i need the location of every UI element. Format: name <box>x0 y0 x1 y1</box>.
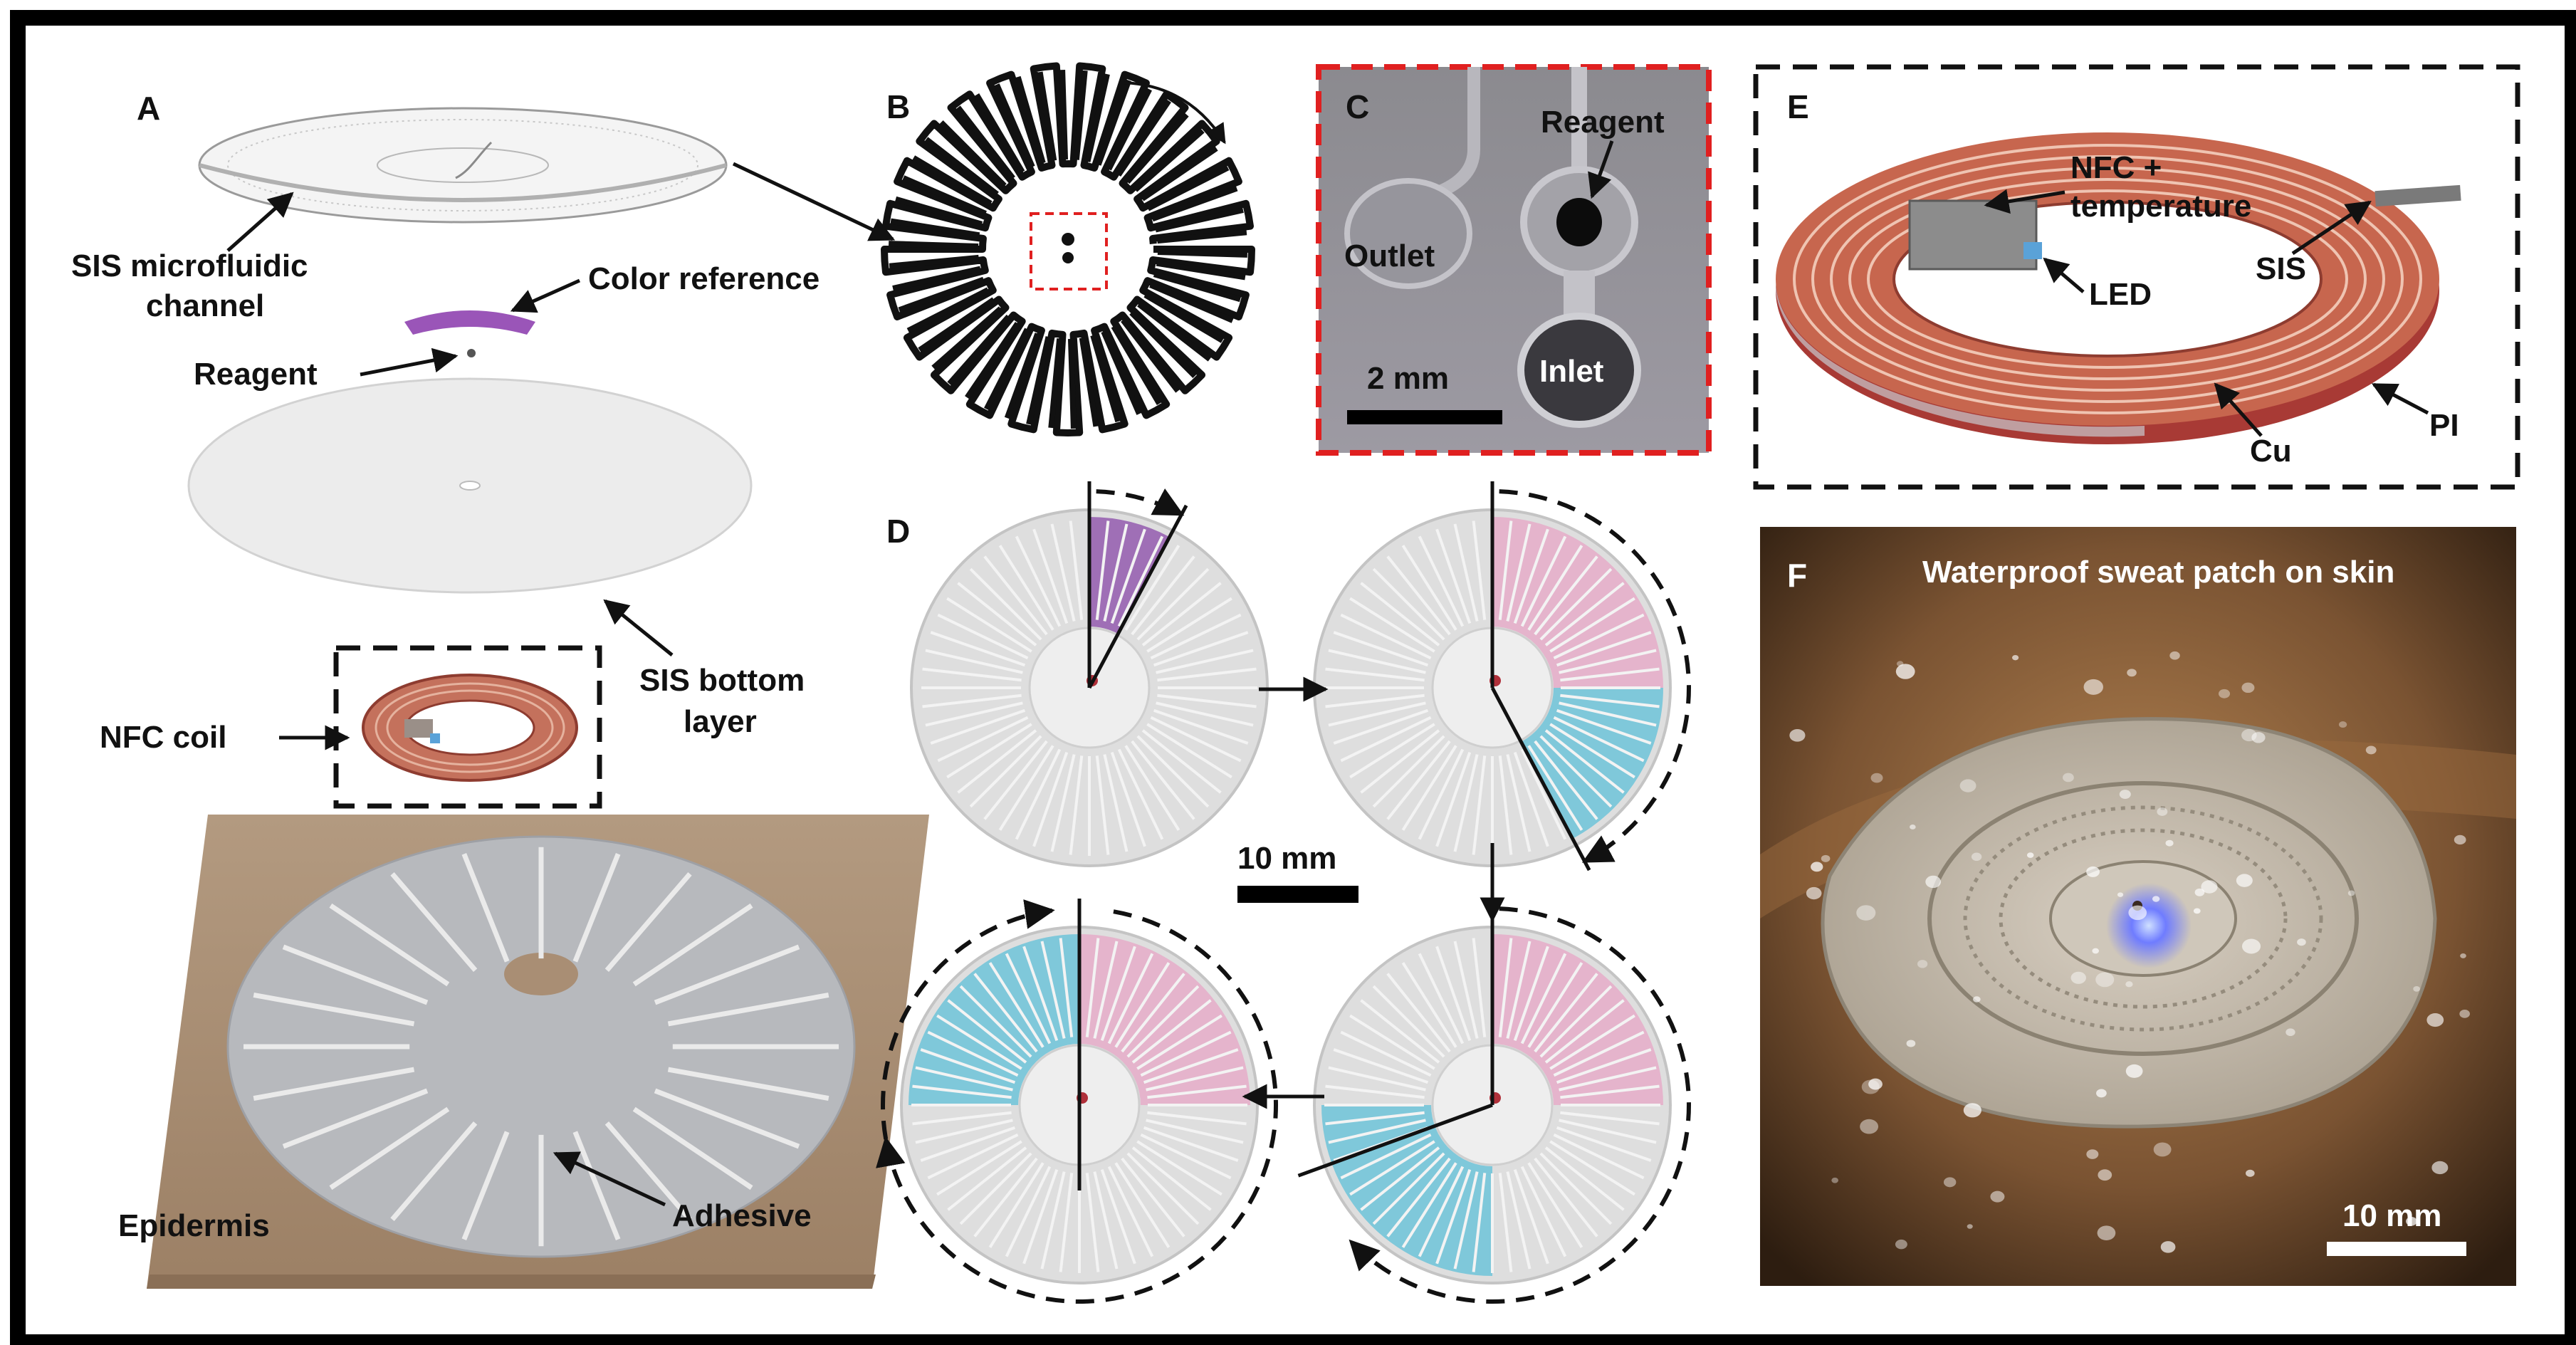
nfc-chip <box>1908 199 2038 271</box>
panel-e: E NFC + temperature LED SIS Cu <box>1753 64 2520 490</box>
outer-frame <box>10 10 2576 1345</box>
label-outlet: Outlet <box>1344 239 1435 273</box>
red-dashed-frame <box>1316 64 1712 456</box>
panel-letter-a: A <box>137 90 160 127</box>
label-sis-e: SIS <box>2256 251 2306 286</box>
fill-state-disc-2 <box>1313 481 1691 872</box>
sweat-fill-sequence <box>876 481 1691 1304</box>
panel-f: F Waterproof sweat patch on skin 10 mm <box>1760 527 2516 1286</box>
led-chip <box>2023 242 2042 259</box>
panel-e-dashed-box <box>1753 64 2520 490</box>
panel-c: C Reagent Outlet Inlet 2 mm <box>1316 64 1712 456</box>
label-scale-d: 10 mm <box>1237 841 1336 876</box>
color-reference-shape <box>404 310 535 335</box>
panel-letter-c: C <box>1346 88 1369 125</box>
panel-b: B <box>881 62 1255 436</box>
label-sis-bottom-2: layer <box>684 704 757 739</box>
label-sis-bottom-1: SIS bottom <box>639 663 805 698</box>
label-adhesive: Adhesive <box>672 1198 812 1233</box>
panel-letter-b: B <box>886 88 910 125</box>
label-nfc-1: NFC + <box>2070 150 2162 185</box>
label-scale-c: 2 mm <box>1367 361 1449 396</box>
scale-bar-d <box>1237 886 1358 903</box>
water-droplets <box>1789 651 2470 1253</box>
label-sis-channel-1: SIS microfluidic <box>71 248 308 283</box>
panel-letter-f: F <box>1787 557 1807 594</box>
fill-state-disc-4 <box>1297 899 1691 1304</box>
sweat-patch-on-skin <box>1821 717 2437 1129</box>
label-reagent-c: Reagent <box>1541 105 1665 140</box>
fill-state-disc-3 <box>876 899 1278 1304</box>
adhesive-layer <box>226 835 856 1258</box>
label-pi: PI <box>2429 408 2459 443</box>
reagent-dot <box>467 349 476 357</box>
panel-letter-e: E <box>1787 88 1809 125</box>
reagent-well <box>1556 198 1602 246</box>
nfc-coil-small <box>362 674 578 782</box>
panel-d: D 10 mm <box>876 481 1691 1304</box>
label-color-reference: Color reference <box>588 261 820 296</box>
led-glow <box>2106 883 2192 968</box>
fill-state-disc-1 <box>910 481 1269 867</box>
label-f-title: Waterproof sweat patch on skin <box>1922 555 2394 590</box>
label-nfc-coil: NFC coil <box>100 720 226 755</box>
panel-letter-d: D <box>886 513 910 550</box>
scale-bar-c <box>1347 410 1502 424</box>
sis-microfluidic-disc <box>198 107 728 224</box>
inlet-well <box>1517 313 1641 428</box>
label-inlet: Inlet <box>1539 354 1604 389</box>
label-cu: Cu <box>2250 434 2292 469</box>
label-reagent-a: Reagent <box>194 357 318 392</box>
label-epidermis: Epidermis <box>118 1208 270 1243</box>
inlet-zoom-box <box>1030 212 1108 291</box>
label-sis-channel-2: channel <box>146 288 264 323</box>
label-led: LED <box>2089 277 2152 312</box>
serpentine-channel-pattern <box>881 62 1255 436</box>
scale-bar-f <box>2327 1242 2466 1256</box>
label-nfc-2: temperature <box>2070 189 2251 224</box>
label-scale-f: 10 mm <box>2342 1198 2441 1233</box>
panel-a: A SIS microfluidic channel Color referen… <box>71 90 929 1289</box>
